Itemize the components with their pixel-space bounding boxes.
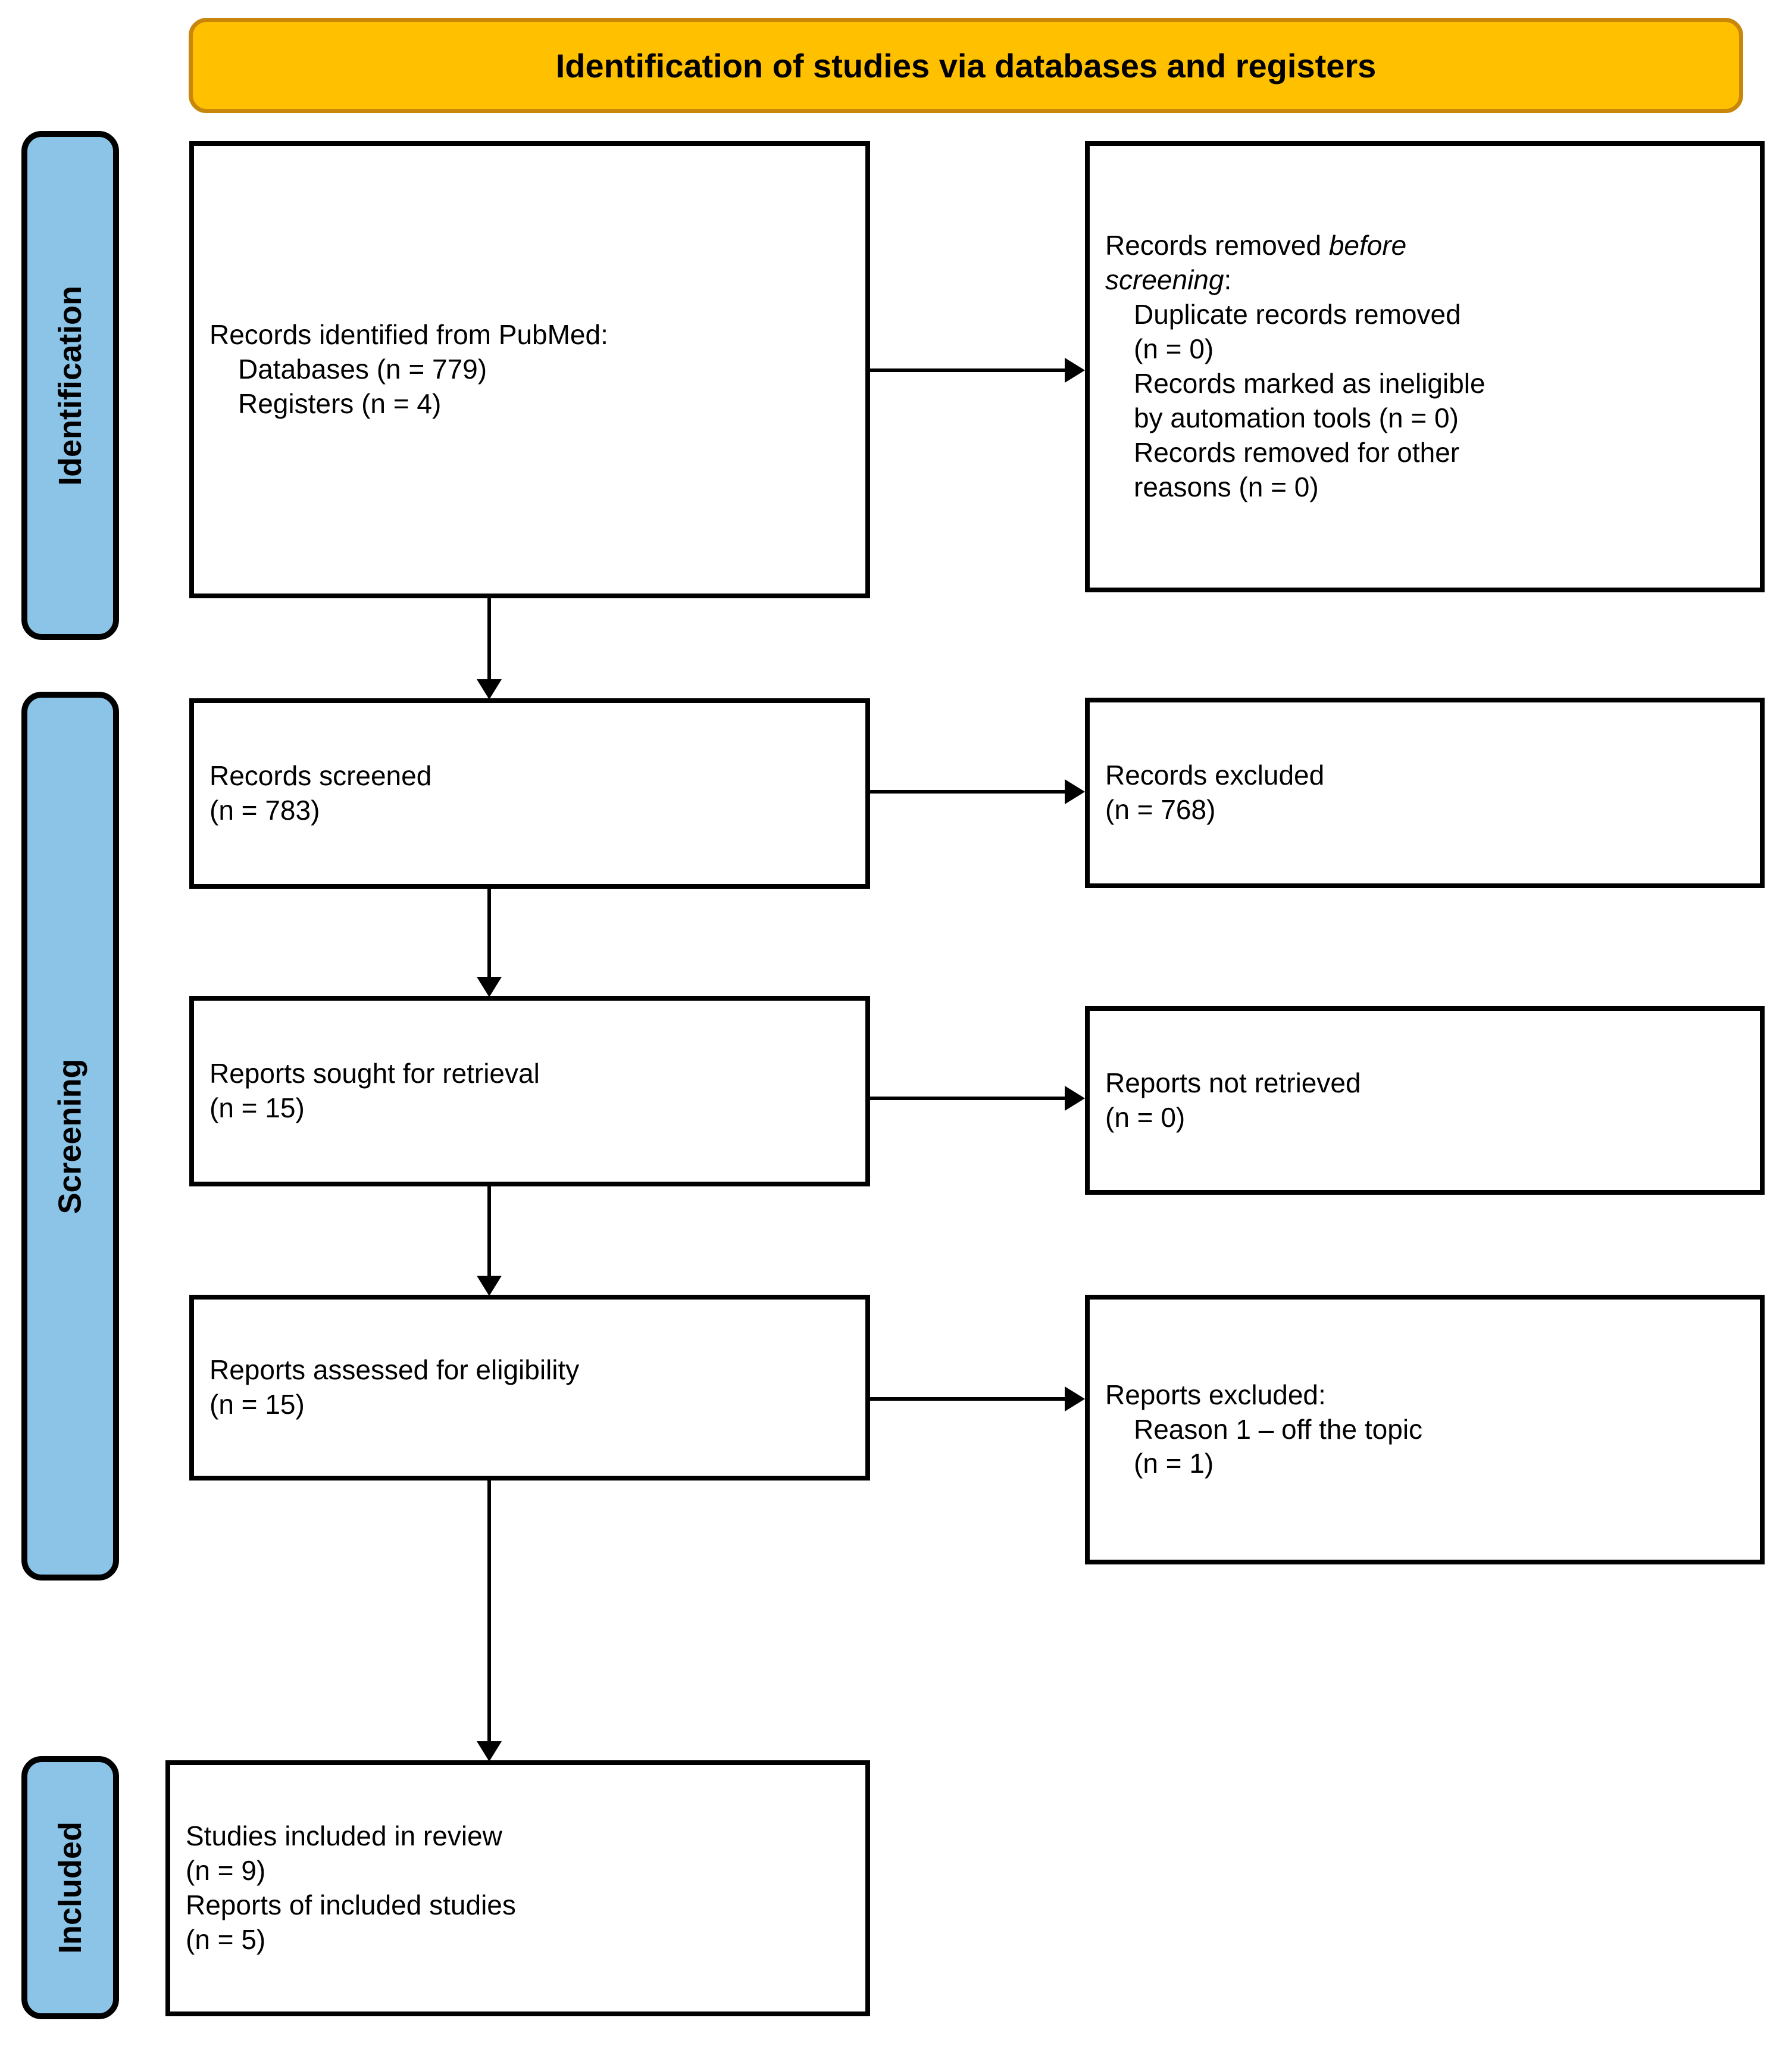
stage-label-identification: Identification (52, 285, 88, 486)
box-records-identified: Records identified from PubMed: Database… (189, 141, 870, 598)
box-text-line: Records removed for other (1134, 436, 1460, 468)
arrow-screened-to-sought-icon (487, 889, 491, 977)
box-text-line: (n = 15) (209, 1092, 305, 1123)
box-text-line: Studies included in review (186, 1820, 502, 1852)
arrow-screened-to-excluded-icon (870, 790, 1065, 794)
banner-title-text: Identification of studies via databases … (555, 46, 1377, 85)
box-records-removed: Records removed before screening: Duplic… (1085, 141, 1765, 592)
arrow-assessed-to-reports-excluded-icon (870, 1397, 1065, 1401)
box-text-line: Records excluded (1105, 760, 1325, 791)
arrow-sought-to-assessed-icon (487, 1186, 491, 1276)
box-text-line: by automation tools (n = 0) (1134, 402, 1459, 433)
box-reports-excluded: Reports excluded: Reason 1 – off the top… (1085, 1295, 1765, 1564)
box-text-line: Reports sought for retrieval (209, 1058, 540, 1089)
box-text-line: Registers (n = 4) (238, 388, 442, 419)
box-text-line: Records identified from PubMed: (209, 319, 608, 351)
box-text-line: (n = 768) (1105, 794, 1216, 825)
box-reports-sought: Reports sought for retrieval (n = 15) (189, 996, 870, 1186)
arrow-assessed-to-included-icon (487, 1480, 491, 1741)
stage-label-screening: Screening (52, 1058, 88, 1214)
box-text-line: Records removed before (1105, 230, 1407, 261)
box-text-line: Reports not retrieved (1105, 1067, 1361, 1098)
stage-tab-screening: Screening (21, 692, 119, 1581)
stage-tab-identification: Identification (21, 131, 119, 640)
arrow-identified-to-screened-icon (487, 598, 491, 679)
box-text-line: (n = 5) (186, 1923, 266, 1955)
box-text-line: Reports assessed for eligibility (209, 1354, 580, 1386)
box-text-line: (n = 0) (1105, 1101, 1186, 1133)
box-text-line: (n = 15) (209, 1389, 305, 1420)
box-studies-included: Studies included in review (n = 9) Repor… (165, 1760, 870, 2016)
box-text-line: (n = 783) (209, 795, 320, 826)
box-reports-assessed: Reports assessed for eligibility (n = 15… (189, 1295, 870, 1480)
box-text-line: Records screened (209, 760, 432, 792)
stage-tab-included: Included (21, 1756, 119, 2019)
box-text-line: reasons (n = 0) (1134, 471, 1319, 502)
box-records-excluded: Records excluded (n = 768) (1085, 698, 1765, 888)
box-text-line: (n = 0) (1134, 333, 1214, 365)
box-text-line: (n = 1) (1134, 1448, 1214, 1479)
box-records-screened: Records screened (n = 783) (189, 698, 870, 889)
arrow-identified-to-removed-icon (870, 368, 1065, 372)
box-text-line: Duplicate records removed (1134, 299, 1461, 330)
box-text-line: Reason 1 – off the topic (1134, 1413, 1423, 1445)
arrow-sought-to-not-retrieved-icon (870, 1097, 1065, 1100)
box-text-line: Records marked as ineligible (1134, 368, 1485, 399)
box-text-line: Databases (n = 779) (238, 354, 487, 385)
box-reports-not-retrieved: Reports not retrieved (n = 0) (1085, 1006, 1765, 1195)
box-text-line: (n = 9) (186, 1855, 266, 1886)
banner-title: Identification of studies via databases … (189, 18, 1743, 113)
stage-label-included: Included (52, 1821, 89, 1954)
box-text-line: Reports of included studies (186, 1889, 516, 1920)
box-text-line: Reports excluded: (1105, 1379, 1326, 1410)
box-text-line: screening: (1105, 264, 1232, 296)
